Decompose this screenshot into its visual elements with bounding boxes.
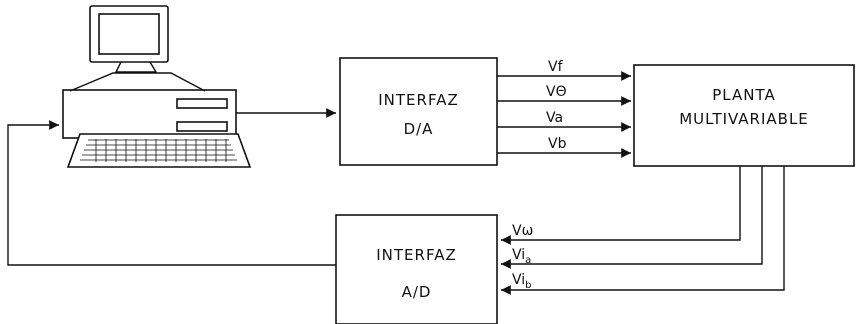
dac-label-1: INTERFAZ	[378, 91, 459, 109]
signal-label-via: Via	[512, 247, 531, 266]
signal-label-vtheta: VΘ	[546, 84, 567, 100]
feedback-arrow-via	[501, 166, 762, 264]
signal-label-vomega: Vω	[512, 223, 533, 239]
plant-label-2: MULTIVARIABLE	[679, 110, 809, 128]
signal-label-vb: Vb	[548, 136, 567, 152]
computer-icon	[63, 6, 250, 167]
signal-label-vf: Vf	[548, 59, 564, 75]
feedback-wires: Vω Via Vib	[501, 166, 784, 291]
adc-block: INTERFAZ A/D	[336, 215, 497, 324]
dac-label-2: D/A	[404, 120, 434, 138]
feedback-arrow-vomega	[501, 166, 740, 240]
feedback-arrow-vib	[501, 166, 784, 290]
adc-label-2: A/D	[402, 283, 432, 301]
plant-block: PLANTA MULTIVARIABLE	[634, 65, 854, 166]
dac-block: INTERFAZ D/A	[340, 58, 497, 165]
plant-label-1: PLANTA	[712, 86, 776, 104]
signal-label-vib: Vib	[512, 272, 532, 291]
adc-label-1: INTERFAZ	[376, 246, 457, 264]
signal-label-va: Va	[546, 110, 563, 126]
output-signals: Vf VΘ Va Vb	[497, 59, 631, 153]
